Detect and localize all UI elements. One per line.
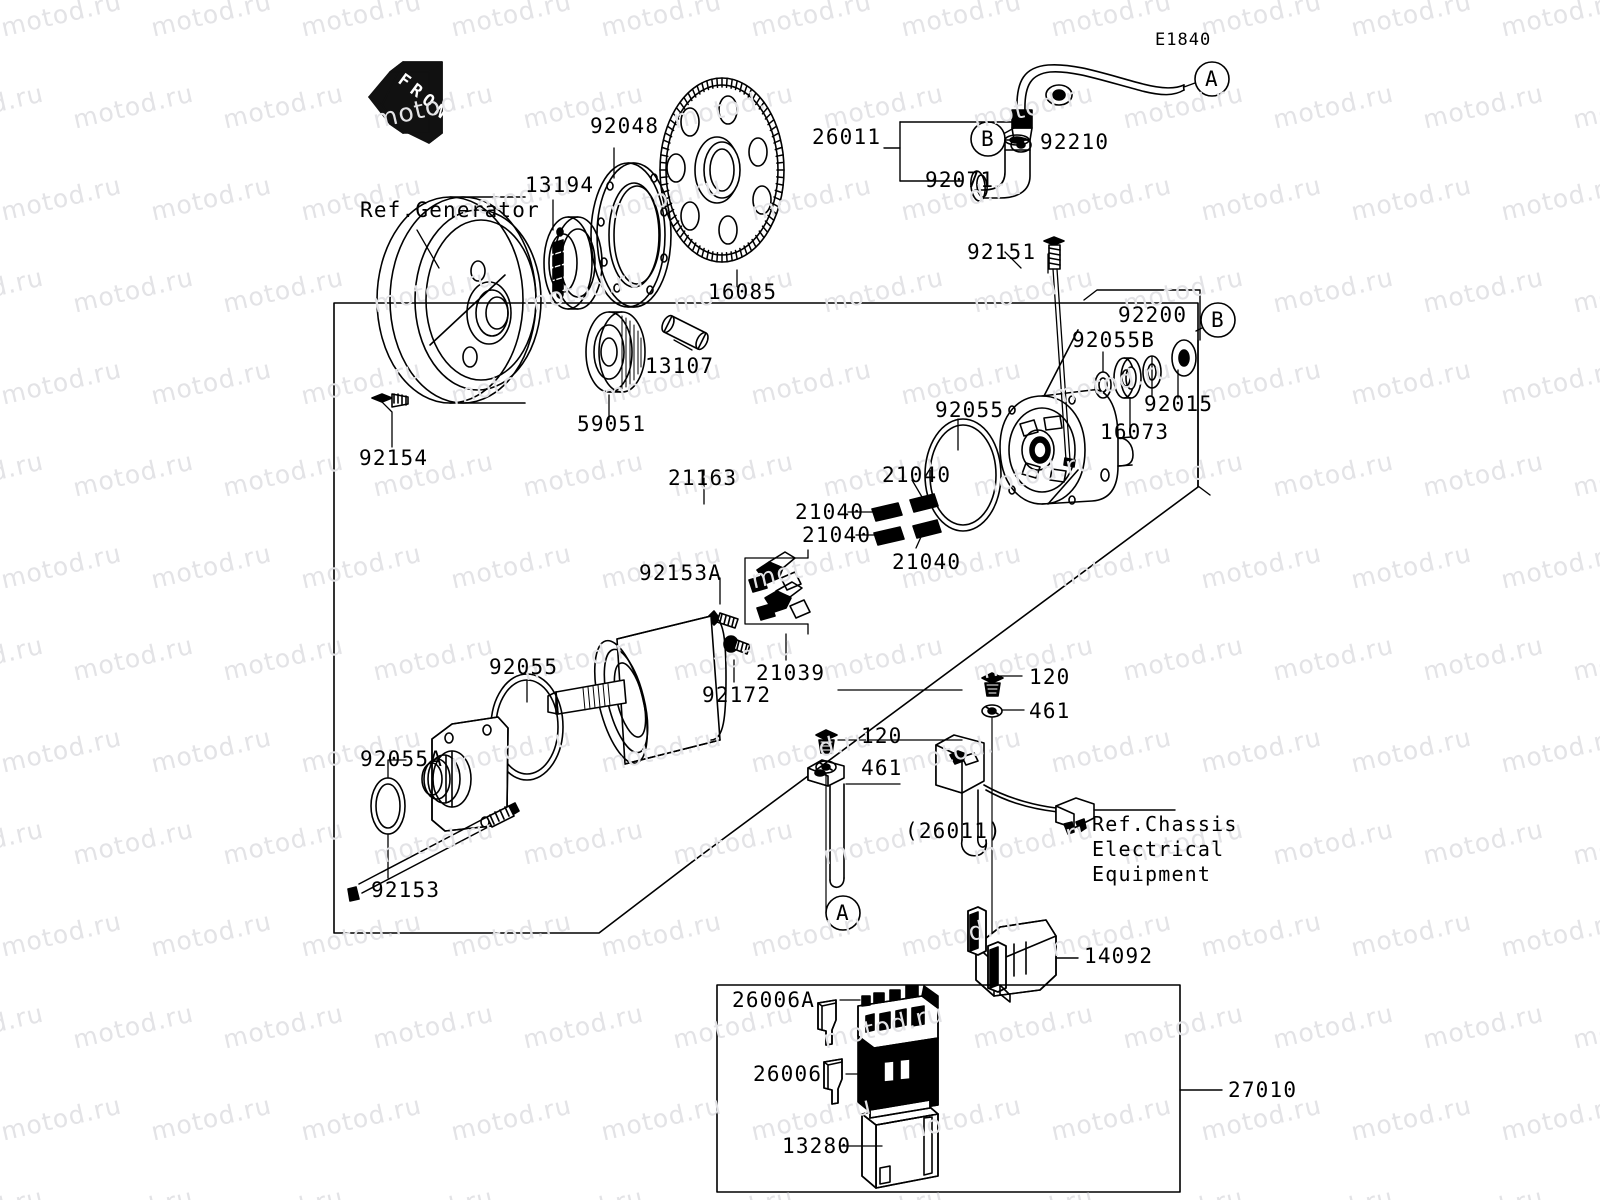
terminal-circle-b-top [970,121,1015,157]
grommet-92071 [970,134,1031,202]
relay-cover-14092 [967,906,1079,1003]
label-26011: 26011 [812,125,882,149]
bolt-120-left [815,729,838,754]
label-21040-d: 21040 [892,550,962,574]
screw-92172 [723,635,751,655]
label-92154: 92154 [359,446,429,470]
relay-holder-13280 [861,1099,939,1189]
label-21039: 21039 [756,661,826,685]
label-92055-right: 92055 [935,398,1005,422]
label-13107: 13107 [645,354,715,378]
relay-box-outline [716,984,1181,1193]
terminal-circle-a-bottom [825,895,861,931]
starter-assembly-box [333,302,1199,934]
ring-gear-16085 [659,77,785,263]
label-92048: 92048 [590,114,660,138]
starter-cable-26011 [883,63,1185,202]
label-461-right: 461 [1029,699,1071,723]
bolt-92153A [707,610,739,629]
circle-label-b-top: B [981,127,995,151]
label-26011-paren: (26011) [905,819,1002,843]
leader-lines [377,147,1179,1147]
circle-label-b-right: B [1211,308,1225,332]
starter-front-cap [421,716,509,832]
label-92151: 92151 [967,240,1037,264]
clutch-plate-92048 [590,162,672,308]
label-120-right: 120 [1029,665,1071,689]
diagram-id: E1840 [1155,30,1212,50]
ground-cable-26011-left [807,729,845,914]
label-92055B: 92055B [1072,328,1156,352]
label-ref-generator: Ref.Generator [360,198,540,222]
bolt-120-right [981,672,1004,697]
label-21040-c: 21040 [882,463,952,487]
label-92071: 92071 [925,168,995,192]
fuse-26006 [823,1058,843,1105]
label-26006A: 26006A [732,988,816,1012]
circle-label-a-top: A [1205,67,1219,91]
starter-end-cover [999,329,1134,505]
label-21163: 21163 [668,466,738,490]
armature-body [547,615,727,765]
label-92153: 92153 [371,878,441,902]
fuse-26006A [817,999,837,1046]
one-way-clutch-13194 [543,216,603,310]
label-92172: 92172 [702,683,772,707]
flywheel-rotor [371,196,542,408]
brush-21040-3 [873,526,905,546]
label-27010: 27010 [1228,1078,1298,1102]
idle-shaft-13107 [661,314,709,351]
label-21040-b: 21040 [802,523,872,547]
terminal-circle-a-top [1183,61,1230,97]
brush-21040-4 [912,519,942,539]
label-13280: 13280 [782,1134,852,1158]
brush-holder-21039 [744,549,811,635]
label-92055-left: 92055 [489,655,559,679]
front-arrow-icon: F R O N T [368,61,461,144]
label-59051: 59051 [577,412,647,436]
label-16073: 16073 [1100,420,1170,444]
label-21040-a: 21040 [795,500,865,524]
relay-body [857,985,939,1116]
bolt-92154 [371,393,409,408]
brush-21040-1 [871,502,903,522]
label-26006: 26006 [753,1062,823,1086]
washer-92055B [1094,371,1112,399]
label-92015: 92015 [1144,392,1214,416]
ground-cable-26011-right [935,672,1176,991]
circle-label-a-bottom: A [836,901,850,925]
nut-92015 [1171,339,1197,377]
nut-92210 [1045,84,1073,106]
label-14092: 14092 [1084,944,1154,968]
label-92200: 92200 [1118,303,1188,327]
label-13194: 13194 [525,173,595,197]
terminal-circle-b-right [1195,302,1236,338]
washer-461-right [981,704,1003,718]
o-ring-92055A [370,777,406,835]
label-92153A: 92153A [639,561,723,585]
o-ring-92055-right [924,418,1002,532]
brush-21040-2 [909,493,939,513]
idle-gear-59051 [585,311,646,393]
label-16085: 16085 [708,280,778,304]
insulator-16073 [1113,357,1142,399]
label-120-left: 120 [861,724,903,748]
bolt-92153 [347,802,520,902]
label-92055A: 92055A [360,747,444,771]
label-461-left: 461 [861,756,903,780]
label-ref-chassis: Ref.Chassis Electrical Equipment [1092,812,1238,886]
label-92210: 92210 [1040,130,1110,154]
